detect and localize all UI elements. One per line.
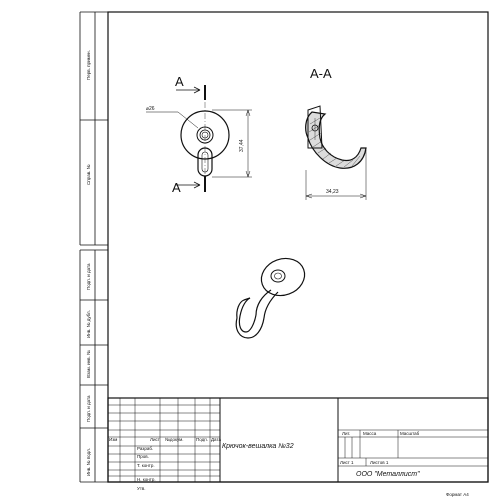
col-sign: Подп. [196,437,208,442]
scale-label: Масштаб [400,431,420,436]
col-list: Лист [150,437,160,442]
bottom-left-strip [79,249,108,483]
strip-label-7: Инв. № подл. [86,448,91,476]
height-dimension [212,109,252,178]
front-view: A A ⌀26 37,44 [146,74,252,195]
col-date: Дата [211,437,221,442]
strip-label-3: Подп. и дата [86,263,91,290]
strip-label-6: Подп. и дата [86,395,91,422]
sheet-label: Лист 1 [340,460,354,465]
section-marker-bottom: A [172,180,181,195]
section-arrow-top [176,86,201,94]
section-marker-top: A [175,74,184,89]
lit-label: Лит. [342,431,350,436]
diameter-label: ⌀26 [146,106,155,112]
role-utv: Утв. [137,486,146,491]
sheets-label: Листов 1 [370,460,389,465]
strip-label-2: Справ. № [86,164,91,185]
isometric-view [235,257,306,339]
strip-label-1: Перв. примен. [86,50,91,80]
section-arrow-bottom [176,181,201,189]
width-dimension [305,150,367,200]
col-izm: Изм [109,437,117,442]
title-block: Изм Лист №докум. Подп. Дата Разраб. Пров… [107,397,489,491]
base-disk [180,110,230,160]
mass-label: Масса [363,431,377,436]
strip-label-5: Взам. инв. № [86,350,91,378]
org-name: ООО "Металлист" [356,471,420,478]
section-view: A-A 34,23 [305,66,367,200]
role-tkontr: Т. контр. [137,463,155,468]
hook-stem [197,147,213,177]
section-title: A-A [310,66,332,81]
drawing-frame [107,11,489,483]
height-label: 37,44 [239,139,245,152]
role-nkontr: Н. контр. [137,477,156,482]
top-left-strip [79,11,108,246]
format-label: Формат А4 [446,492,469,497]
col-doc: №докум. [165,437,184,442]
strip-label-4: Инв. № дубл. [86,310,91,338]
drawing-title: Крючок-вешалка №32 [222,443,294,450]
width-label: 34,23 [326,189,339,195]
role-prov: Пров. [137,454,149,459]
role-razrab: Разраб. [137,446,153,451]
